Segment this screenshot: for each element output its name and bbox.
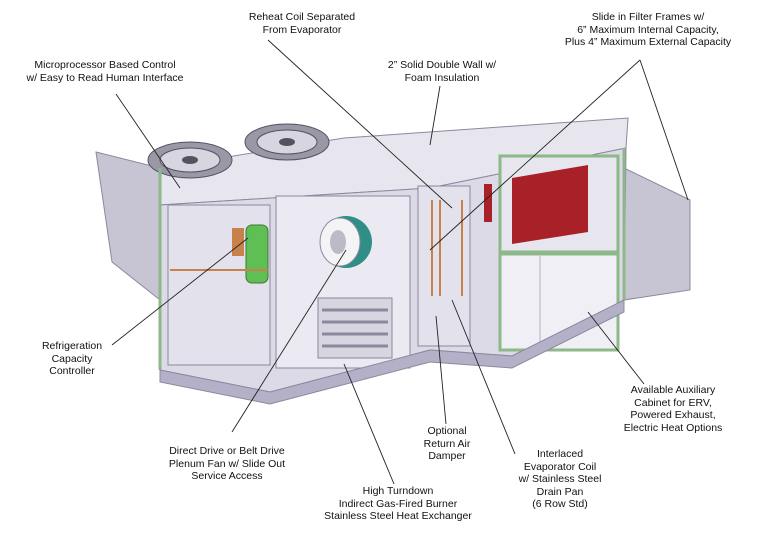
callout-line: Plenum Fan w/ Slide Out [168, 457, 286, 470]
plenum-fan-wheel [319, 216, 372, 268]
filter-left [484, 184, 492, 222]
callout-line: 6” Maximum Internal Capacity, [577, 23, 719, 36]
callout-plenum-fan: Direct Drive or Belt Drive Plenum Fan w/… [169, 445, 285, 483]
callout-line: Plus 4” Maximum External Capacity [564, 36, 732, 48]
callout-line: Service Access [191, 470, 263, 482]
callout-line: Direct Drive or Belt Drive [169, 445, 285, 457]
callout-line: w/ Stainless Steel [518, 473, 602, 485]
filter-red-panel [512, 165, 588, 244]
callout-line: Interlaced [536, 448, 584, 460]
callout-auxiliary-cabinet: Available Auxiliary Cabinet for ERV, Pow… [624, 384, 723, 434]
condenser-fan-right [244, 123, 330, 161]
callout-line: 2” Solid Double Wall w/ [387, 59, 497, 71]
callout-line: Capacity [51, 352, 93, 365]
cabinet-base [159, 299, 625, 405]
callout-line: Evaporator Coil [523, 460, 597, 473]
condenser-fan-left [147, 141, 233, 179]
callout-line: Microprocessor Based Control [34, 59, 176, 71]
left-intake-hood [95, 151, 161, 302]
callout-reheat-coil: Reheat Coil Separated From Evaporator [249, 11, 355, 36]
compressor [232, 224, 269, 284]
callout-line: Reheat Coil Separated [248, 11, 356, 23]
callout-line: Stainless Steel Heat Exchanger [324, 510, 472, 522]
callout-line: Damper [428, 450, 466, 462]
callout-line: Available Auxiliary [630, 384, 716, 396]
callout-line: Cabinet for ERV, [634, 396, 712, 409]
callout-line: Indirect Gas-Fired Burner [338, 497, 458, 510]
callout-line: High Turndown [362, 485, 434, 497]
callout-gas-burner: High Turndown Indirect Gas-Fired Burner … [324, 485, 472, 523]
callout-line: Refrigeration [41, 340, 103, 352]
callout-line: Controller [49, 365, 95, 377]
callout-line: Foam Insulation [404, 71, 480, 84]
callout-line: (6 Row Std) [532, 498, 588, 510]
callout-line: Optional [427, 425, 467, 437]
callout-line: Powered Exhaust, [630, 409, 716, 421]
callout-line: Slide in Filter Frames w/ [591, 11, 705, 23]
callout-line: Return Air [423, 437, 471, 450]
leader-lines [111, 39, 689, 485]
callout-filter-frames: Slide in Filter Frames w/ 6” Maximum Int… [565, 11, 731, 49]
callout-refrigeration-capacity: Refrigeration Capacity Controller [42, 340, 102, 378]
right-exhaust-hood [623, 167, 691, 301]
callout-line: w/ Easy to Read Human Interface [26, 71, 184, 84]
callout-return-air-damper: Optional Return Air Damper [424, 425, 471, 463]
callout-microprocessor-control: Microprocessor Based Control w/ Easy to … [27, 59, 184, 84]
callout-line: Electric Heat Options [623, 421, 723, 434]
callout-double-wall: 2” Solid Double Wall w/ Foam Insulation [388, 59, 496, 84]
callout-evaporator-coil: Interlaced Evaporator Coil w/ Stainless … [519, 448, 602, 511]
callout-line: From Evaporator [262, 23, 342, 36]
heat-exchanger [317, 297, 393, 359]
callout-line: Drain Pan [536, 485, 584, 498]
